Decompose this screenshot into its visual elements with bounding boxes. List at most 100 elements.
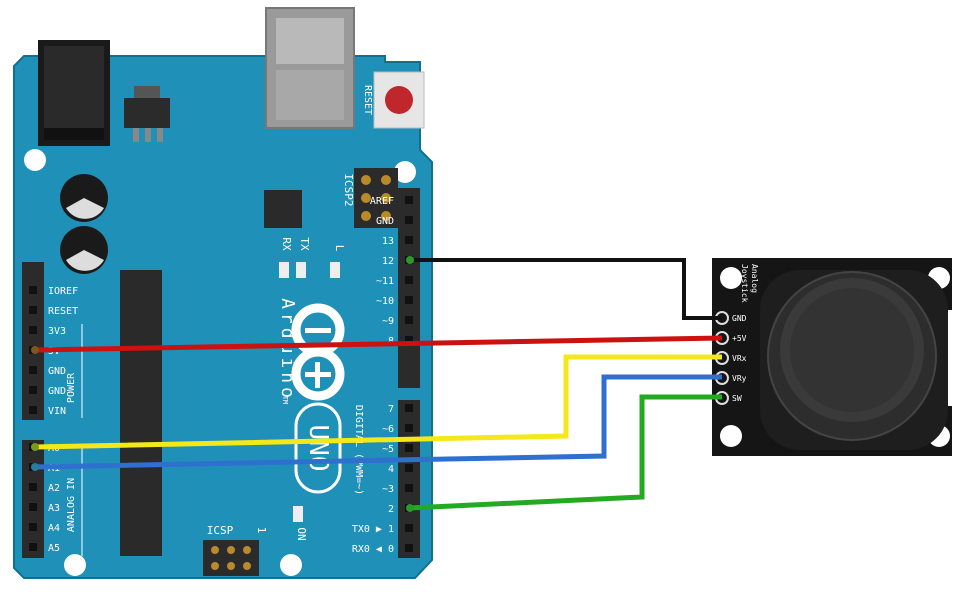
pin-label: ~11 [376,276,394,287]
pin-label: 7 [388,404,394,415]
icsp-header [203,540,259,576]
tx-label: TX [298,237,311,251]
header-pin [405,216,413,224]
l-led [330,262,340,278]
power-label: POWER [66,372,77,403]
pin-label: A2 [48,483,60,494]
pin-label: AREF [370,196,394,207]
pin-label: ~10 [376,296,394,307]
uno-outline [294,402,342,494]
header-pin [405,404,413,412]
icsp2-label: ICSP2 [342,173,355,206]
header-pin [29,326,37,334]
header-pin [29,503,37,511]
tx-led [296,262,306,278]
pin-label: GND [48,366,66,377]
pin-label: A3 [48,503,60,514]
wire-end [31,463,39,471]
reset-button-icon[interactable] [373,71,425,129]
l-label: L [333,245,346,252]
mount-hole [720,425,742,447]
header-pin [405,464,413,472]
digital-header-top [398,188,420,388]
header-pin [405,524,413,532]
joystick-pin-label: GND [732,314,747,323]
atmega-chip [120,270,162,556]
header-pin [405,544,413,552]
usb-chip [264,190,302,228]
pin-label: ~3 [382,484,394,495]
pin-label: RX0 ◀ 0 [352,544,394,555]
rx-led [279,262,289,278]
header-pin [29,366,37,374]
mount-hole [64,554,86,576]
header-pin [29,286,37,294]
wire-5v [34,335,723,353]
wire-end [31,346,39,354]
mount-hole [24,149,46,171]
header-pin [405,316,413,324]
analog-label: ANALOG IN [66,478,77,532]
header-pin [405,236,413,244]
arduino-logo-icon [291,303,345,401]
pin-label: 4 [388,464,394,475]
header-pin [29,306,37,314]
icsp2-header [354,168,398,228]
pin-label: IOREF [48,286,78,297]
pin-label: 12 [382,256,394,267]
usb-connector-icon [265,7,355,129]
header-pin [29,523,37,531]
trademark: TM [281,396,289,404]
power-jack-icon [38,40,110,146]
wire-end [406,504,414,512]
on-label: ON [295,527,308,540]
joystick-pin-label: SW [732,394,742,403]
pin-label: GND [48,386,66,397]
pin-label: ~5 [382,444,394,455]
on-led [293,506,303,522]
joystick-pin-label: VRx [732,354,747,363]
pin-label: ~9 [382,316,394,327]
header-pin [29,543,37,551]
joystick-pin-label: +5V [732,334,747,343]
pin-label: A5 [48,543,60,554]
arduino-board: RESET ICSP2 RX TX L [13,7,433,579]
analog-header [22,440,44,558]
wire-vry [34,374,722,470]
pin-label: GND [376,216,394,227]
mount-hole [394,161,416,183]
uno-label: UNO [303,425,333,472]
power-header [22,262,44,420]
header-pin [405,196,413,204]
icsp-pin1-label: 1 [255,527,268,534]
joystick-title-1: Analog [750,264,759,293]
capacitor [60,174,108,274]
wire-end [31,443,39,451]
wire-sw [409,394,722,511]
pin-label: 3V3 [48,326,66,337]
header-pin [405,424,413,432]
wire-gnd [410,258,722,320]
pin-label: 2 [388,504,394,515]
mount-hole [280,554,302,576]
joystick-pin-label: VRy [732,374,747,383]
pin-label: TX0 ▶ 1 [352,524,394,535]
pin-label: VIN [48,406,66,417]
header-pin [29,386,37,394]
header-pin [405,276,413,284]
digital-header-bottom [398,400,420,558]
header-pin [29,483,37,491]
rx-label: RX [280,237,293,251]
joystick-knob-icon[interactable] [760,270,948,450]
wire-vrx [34,354,722,450]
reset-label: RESET [362,85,373,115]
arduino-brand: Arduino [277,298,298,402]
pin-label: RESET [48,306,78,317]
header-pin [405,296,413,304]
pin-label: A4 [48,523,60,534]
